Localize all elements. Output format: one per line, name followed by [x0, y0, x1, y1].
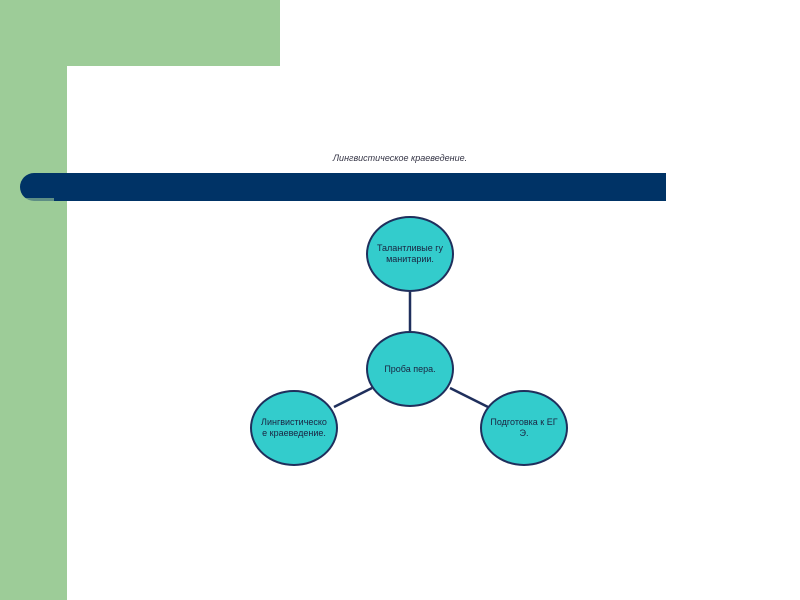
node-center-label: Проба пера.: [384, 363, 436, 374]
content-panel: [67, 66, 800, 600]
title-bar: [20, 173, 666, 201]
node-left: Лингвистическое краеведение.: [250, 390, 338, 466]
slide-title: Лингвистическое краеведение.: [332, 153, 468, 163]
node-right-label: Подготовка к ЕГЭ.: [490, 417, 558, 438]
node-top: Талантливые гуманитарии.: [366, 216, 454, 292]
connector-right: [449, 386, 489, 409]
node-right: Подготовка к ЕГЭ.: [480, 390, 568, 466]
connector-left: [333, 386, 373, 409]
title-bar-shadow: [22, 198, 54, 202]
node-left-label: Лингвистическое краеведение.: [261, 417, 327, 438]
node-center: Проба пера.: [366, 331, 454, 407]
green-left-band: [0, 0, 67, 600]
node-top-label: Талантливые гуманитарии.: [376, 243, 444, 264]
